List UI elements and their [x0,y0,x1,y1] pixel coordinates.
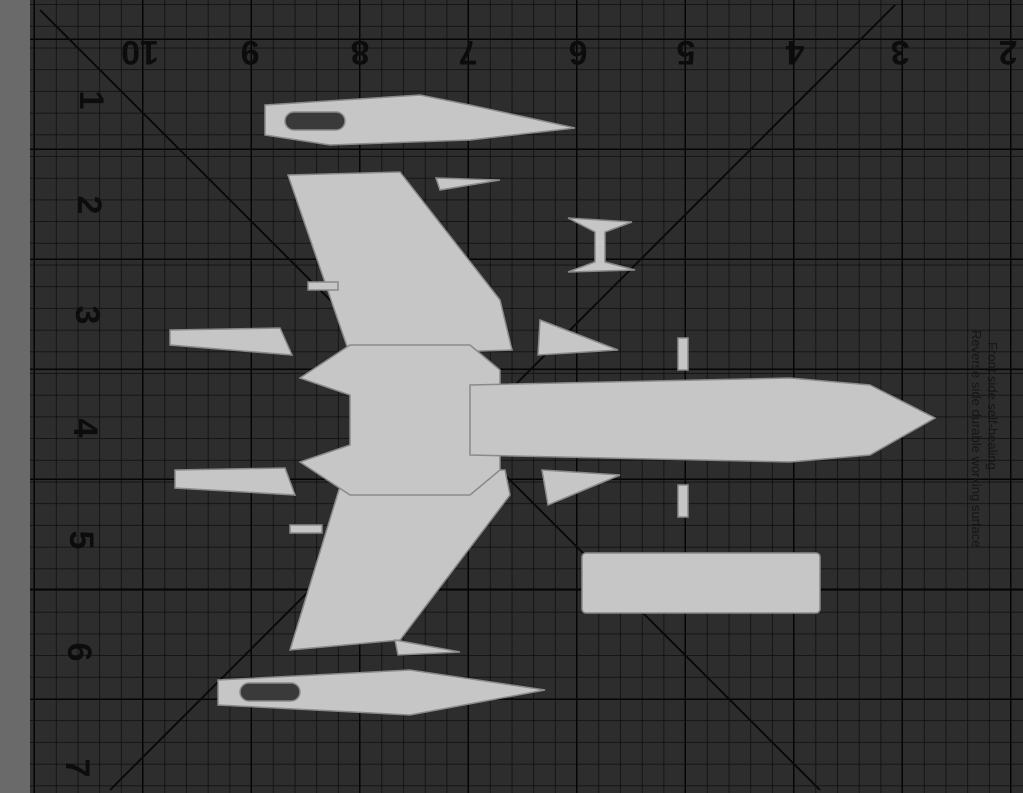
top-scale: 10 9 8 7 6 5 4 3 2 [121,33,1017,71]
model-parts [169,94,937,716]
mat-label-line2: Reverse side durable working surface [969,330,984,548]
scale-number: 2 [999,33,1018,71]
peg-part [289,524,323,534]
peg-part [677,484,689,518]
scale-number: 4 [785,33,804,71]
scale-number: 5 [677,33,696,71]
peg-part [677,337,689,371]
wing-top [286,171,513,356]
main-hull [469,377,937,463]
nacelle-opening [239,682,301,702]
scale-number: 1 [72,91,110,110]
scale-number: 3 [891,33,910,71]
small-fin [434,177,501,191]
mat-label-line1: Front side self-healing [985,342,1000,470]
fin-part [541,469,621,507]
scale-number: 7 [58,759,96,778]
left-scale: 1 2 3 4 5 6 7 [58,91,110,778]
scale-number: 9 [241,33,260,71]
nacelle-bottom [217,669,546,716]
scale-number: 4 [66,419,104,438]
cannon-part [169,327,294,356]
hull-plate [581,552,821,614]
mat-edge [0,0,30,793]
scale-number: 6 [569,33,588,71]
scale-number: 2 [70,196,108,215]
nacelle-opening [284,111,346,131]
scale-number: 6 [60,643,98,662]
wing-bottom [288,469,511,651]
scale-number: 5 [62,531,100,550]
scale-number: 3 [68,306,106,325]
nacelle-top [264,94,576,146]
fin-part [537,318,619,356]
mat-label: Front side self-healing Reverse side dur… [968,330,1000,548]
stand-part [567,217,636,273]
scale-number: 10 [121,33,159,71]
peg-part [307,281,339,291]
cannon-part [174,467,297,496]
scale-number: 7 [459,33,478,71]
small-fin [394,639,461,656]
scale-number: 8 [351,33,370,71]
hull-center [298,344,501,496]
